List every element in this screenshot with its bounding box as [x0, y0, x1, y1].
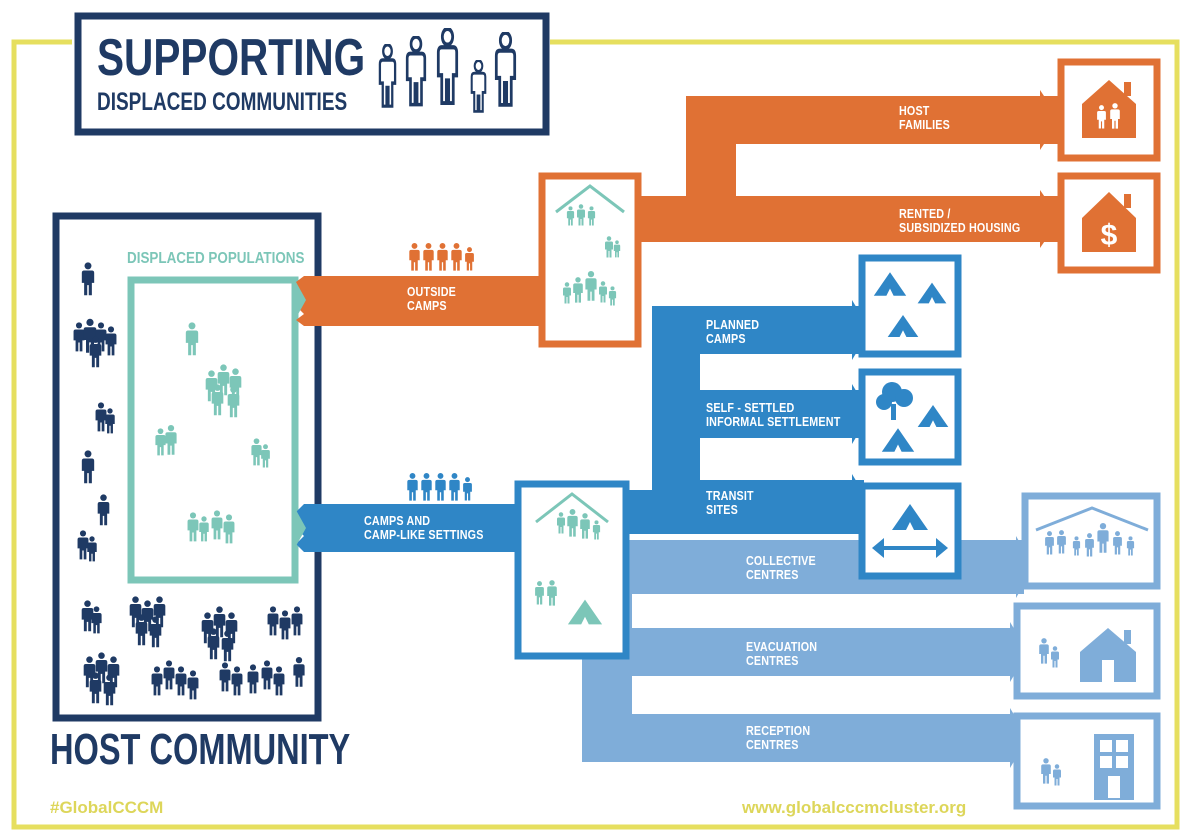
family-icon: [555, 184, 625, 306]
planned-camps-box: [858, 254, 962, 358]
shelter-group-icon: [1035, 506, 1149, 557]
self-settled-bar: [700, 390, 864, 438]
title-box: [74, 12, 550, 136]
camps-arrow: [296, 504, 528, 552]
rented-housing-label: RENTED / SUBSIDIZED HOUSING: [899, 207, 1021, 235]
outside-camps-arrow: [296, 276, 552, 326]
planned-camps-label: PLANNED CAMPS: [706, 318, 760, 346]
title-sub: DISPLACED COMMUNITIES: [97, 88, 348, 116]
host-community-label: HOST COMMUNITY: [50, 725, 351, 774]
camp-family-icon: [535, 492, 609, 625]
blue-flow: [296, 300, 870, 552]
orange-walking-people-icon: [409, 243, 474, 271]
outside-camps-box: [538, 172, 642, 348]
house-person-icon: [1039, 628, 1136, 682]
host-families-bar: [686, 96, 1074, 144]
building-person-icon: [1041, 734, 1134, 800]
reception-centres-label: RECEPTION CENTRES: [746, 724, 811, 752]
orange-flow: [296, 90, 1075, 326]
displaced-populations-label: DISPLACED POPULATIONS: [127, 250, 305, 267]
title-main: SUPPORTING: [97, 29, 366, 87]
self-settled-label: SELF - SETTLED INFORMAL SETTLEMENT: [706, 401, 841, 429]
tent-arrow-icon: [872, 504, 948, 558]
transit-sites-bar: [700, 480, 864, 528]
displaced-populations-box: [127, 276, 299, 584]
reception-centres-bar: [582, 714, 1016, 762]
house-dollar-icon: $: [1082, 192, 1136, 252]
transit-sites-box: [858, 482, 962, 580]
hashtag-footer: #GlobalCCCM: [50, 798, 164, 817]
title-backdrop: [72, 12, 550, 136]
planned-camps-bar: [652, 306, 864, 354]
tree-tents-icon: [876, 382, 949, 452]
reception-centres-box: [1013, 712, 1161, 810]
evacuation-centres-bar: [632, 628, 1016, 676]
website-footer[interactable]: www.globalcccmcluster.org: [742, 798, 967, 817]
blue-walking-people-icon: [407, 473, 472, 501]
evacuation-centres-label: EVACUATION CENTRES: [746, 640, 818, 668]
outside-camps-label: OUTSIDE CAMPS: [407, 285, 456, 313]
camps-label: CAMPS AND CAMP-LIKE SETTINGS: [364, 514, 484, 542]
outer-frame: [11, 39, 1180, 830]
collective-centres-label: COLLECTIVE CENTRES: [746, 554, 816, 582]
svg-text:$: $: [1101, 219, 1118, 252]
transit-sites-label: TRANSIT SITES: [706, 489, 754, 517]
host-families-label: HOST FAMILIES: [899, 104, 950, 132]
house-family-icon: [1082, 80, 1136, 138]
